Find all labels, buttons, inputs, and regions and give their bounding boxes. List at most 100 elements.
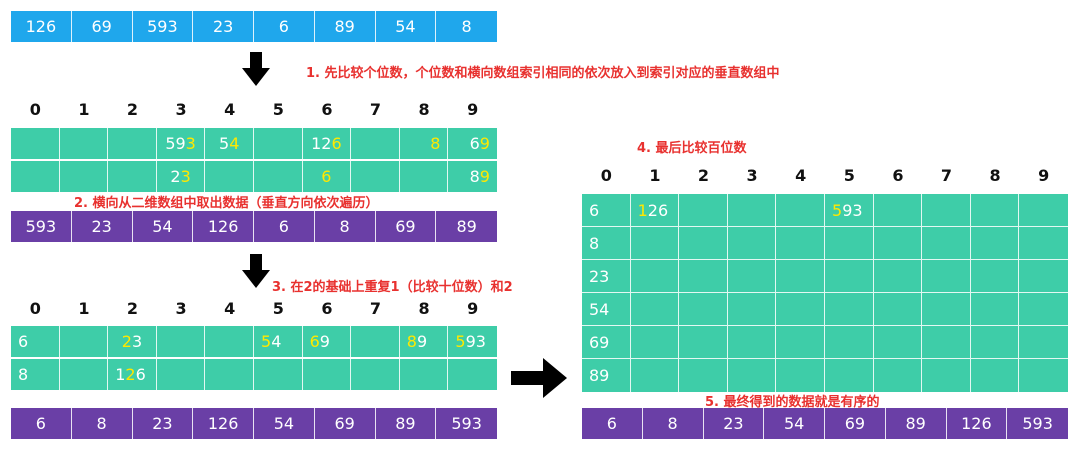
bucket-highlight-digit: 5 (455, 332, 466, 351)
down-arrow-icon (242, 254, 270, 288)
bucket-cell (303, 359, 352, 390)
bucket-cell: 6 (582, 194, 631, 227)
array-cell: 89 (315, 11, 376, 42)
bucket-cell (60, 326, 109, 357)
bucket-index-label: 3 (746, 166, 758, 185)
bucket-highlight-digit: 9 (479, 134, 490, 153)
bucket-index-label: 1 (78, 299, 90, 318)
bucket-cell (630, 293, 680, 326)
bucket-highlight-digit: 2 (121, 332, 132, 351)
bucket-cell (630, 260, 680, 293)
bucket-highlight-digit: 8 (430, 134, 441, 153)
array-cell: 54 (376, 11, 437, 42)
bucket-cell (11, 161, 60, 192)
bucket-value-text: 69 (589, 332, 610, 352)
bucket-cell: 6 (303, 161, 352, 192)
bucket-cell (776, 293, 825, 326)
bucket-value-text: 9 (416, 332, 428, 351)
array-cell: 23 (704, 408, 765, 439)
bucket-value-text: 93 (842, 200, 863, 220)
bucket-cell (825, 359, 874, 392)
bucket-cell (1019, 359, 1068, 392)
bucket-index-label: 1 (78, 100, 90, 119)
bucket-cell (351, 161, 400, 192)
array-cell: 23 (133, 408, 194, 439)
bucket-cell (630, 227, 680, 260)
bucket-highlight-digit: 6 (331, 134, 342, 153)
bucket-cell (630, 326, 680, 359)
bucket-cell (351, 326, 400, 357)
bucket-cell (873, 260, 923, 293)
bucket-cell (873, 227, 923, 260)
bucket-cell (679, 227, 728, 260)
bucket-cell (922, 293, 971, 326)
down-arrow-icon (242, 52, 270, 86)
bucket-highlight-digit: 8 (406, 332, 417, 351)
bucket-index-label: 5 (843, 166, 855, 185)
bucket-cell (679, 194, 728, 227)
bucket-cell (205, 161, 254, 192)
bucket-value-text: 6 (469, 134, 480, 153)
bucket-cell (60, 161, 109, 192)
bucket-cell (970, 293, 1020, 326)
bucket-index-label: 0 (29, 299, 41, 318)
bucket-cell: 23 (582, 260, 631, 293)
array-cell: 593 (1022, 414, 1053, 433)
array-cell: 593 (11, 211, 72, 242)
bucket-cell (157, 326, 206, 357)
bucket-index-label: 2 (126, 100, 139, 119)
bucket-value-text: 6 (135, 365, 146, 384)
bucket-index-label: 6 (321, 299, 333, 318)
bucket-cell: 6 (11, 326, 60, 357)
bucket-cell (873, 194, 923, 227)
array-cell: 89 (376, 408, 437, 439)
array-cell: 6 (254, 211, 315, 242)
bucket-index-label: 8 (418, 299, 430, 318)
array-cell: 69 (315, 408, 376, 439)
bucket-cell (727, 260, 777, 293)
bucket-cell (874, 359, 923, 392)
bucket-cell (727, 194, 777, 227)
array-cell: 23 (193, 11, 254, 42)
bucket-index-label: 0 (600, 166, 612, 185)
array-cell: 69 (376, 211, 437, 242)
bucket-index-label: 4 (224, 299, 236, 318)
bucket-cell (776, 260, 825, 293)
bucket-cell (1019, 293, 1068, 326)
bucket-highlight-digit: 3 (180, 167, 191, 186)
bucket-cell (679, 359, 728, 392)
bucket-index-label: 7 (369, 100, 382, 119)
array-cell: 8 (72, 408, 133, 439)
bucket-index-label: 9 (467, 100, 479, 119)
array-cell: 54 (764, 408, 825, 439)
array-cell: 126 (193, 211, 254, 242)
bucket-index-label: 2 (697, 166, 710, 185)
bucket-value-text: 54 (589, 299, 610, 319)
bucket-value-text: 59 (165, 134, 186, 153)
array-cell: 126 (193, 408, 254, 439)
bucket-value-text: 89 (589, 366, 610, 385)
bucket-cell (873, 326, 923, 359)
bucket-cell (400, 359, 449, 390)
bucket-index-label: 5 (272, 299, 284, 318)
bucket-cell (108, 128, 157, 159)
bucket-cell (254, 359, 303, 390)
bucket-cell (776, 326, 825, 359)
bucket-cell (825, 293, 874, 326)
bucket-value-text: 12 (311, 134, 332, 153)
bucket-highlight-digit: 9 (479, 167, 490, 186)
bucket-cell: 8 (400, 128, 449, 159)
bucket-cell (970, 260, 1020, 293)
bucket-highlight-digit: 3 (185, 134, 196, 153)
bucket-index-label: 7 (940, 166, 953, 185)
